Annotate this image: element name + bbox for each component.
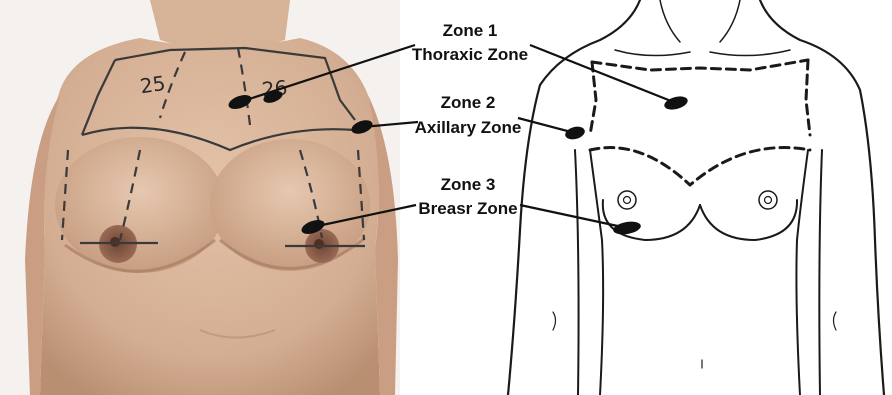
left-arm-inner [575, 150, 579, 395]
clinical-photo: 25 26 [0, 0, 400, 395]
left-elbow-mark [553, 312, 556, 330]
left-torso-side [590, 150, 603, 395]
left-nipple-center [624, 197, 631, 204]
zone3-number: Zone 3 [441, 175, 496, 194]
drawing-zone1-right [806, 60, 810, 135]
drawing-zone1-lower [590, 148, 810, 185]
leader-zone3-drawing [520, 205, 627, 228]
right-breast-outline [700, 200, 797, 240]
right-elbow-mark [834, 312, 837, 330]
right-nipple-center [765, 197, 772, 204]
neck-right [720, 0, 740, 42]
clavicle-left [615, 50, 690, 56]
zone2-name: Axillary Zone [415, 118, 522, 137]
left-breast-outline [603, 200, 700, 240]
drawing-zone-borders [590, 60, 810, 185]
zone1-name: Thoraxic Zone [412, 45, 528, 64]
right-torso-side [796, 150, 808, 395]
zone3-name: Breasr Zone [418, 199, 517, 218]
leader-zone1-drawing [530, 45, 676, 103]
clavicle-right [710, 50, 790, 56]
drawing-zone1-left [590, 62, 596, 135]
leader-zone2-drawing [518, 118, 575, 133]
body-outline-right [760, 0, 884, 395]
zone2-number: Zone 2 [441, 93, 496, 112]
neck [150, 0, 290, 50]
drawing-zone1-top [592, 60, 808, 70]
neck-left [660, 0, 680, 42]
right-nipple [314, 239, 324, 249]
right-nipple-outline [759, 191, 777, 209]
marking-left: 25 [138, 71, 167, 98]
right-arm-inner [819, 150, 822, 395]
left-nipple-outline [618, 191, 636, 209]
zone-labels: Zone 1 Thoraxic Zone Zone 2 Axillary Zon… [412, 21, 528, 218]
zone1-number: Zone 1 [443, 21, 498, 40]
